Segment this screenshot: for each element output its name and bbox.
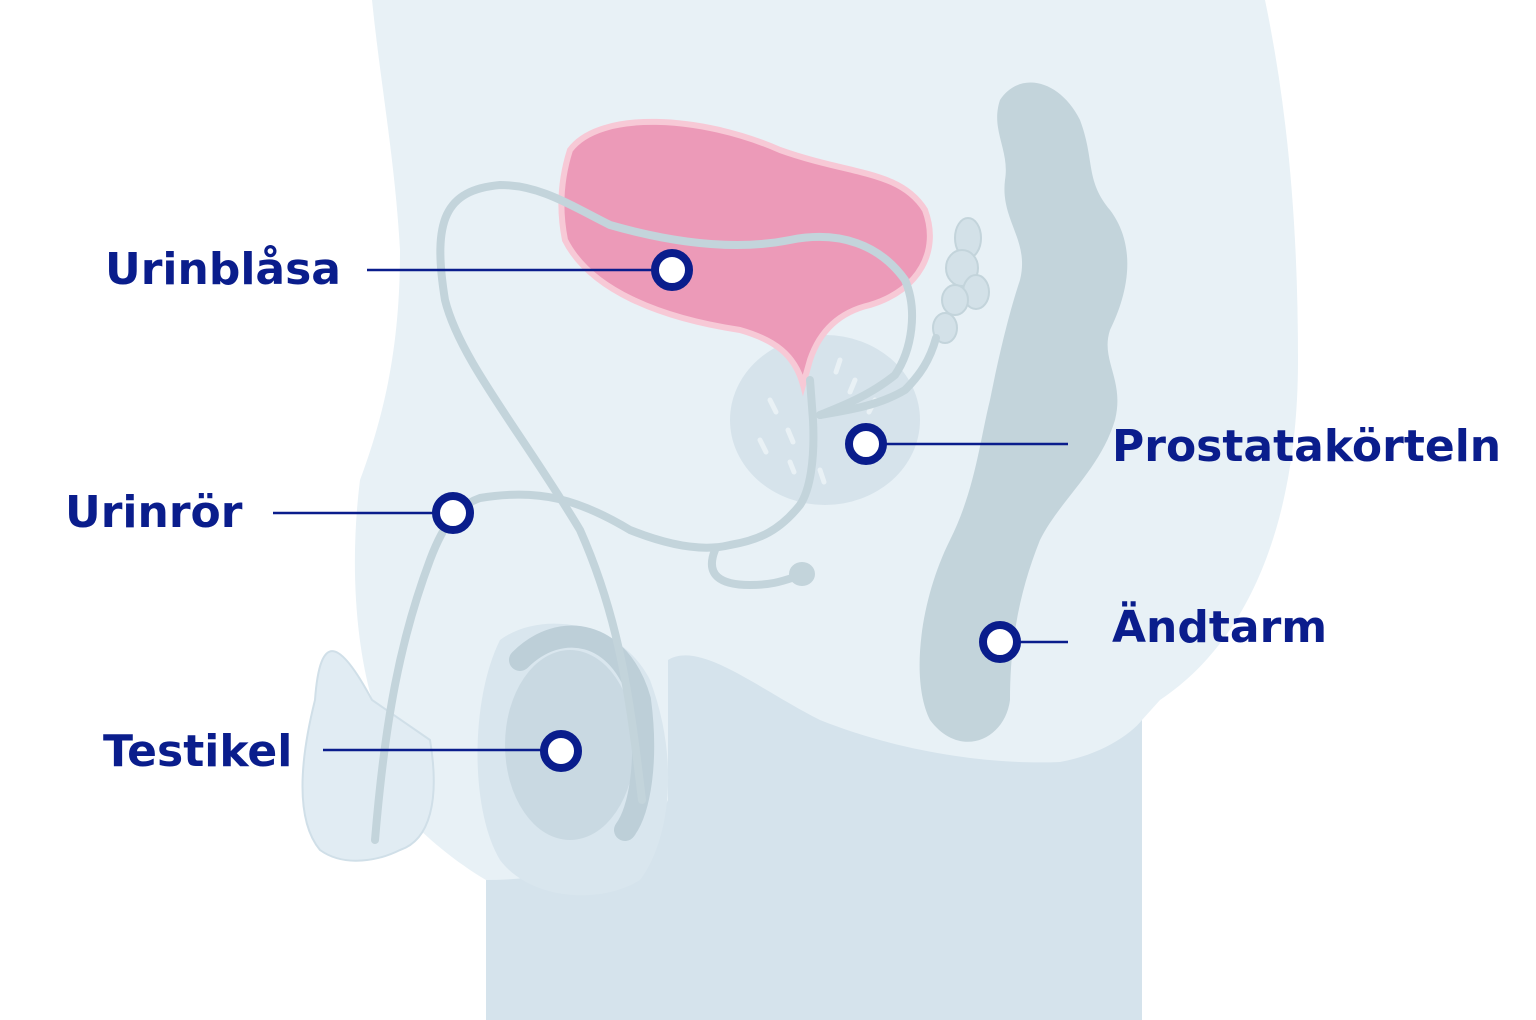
- marker-testicle[interactable]: [540, 730, 582, 772]
- label-testicle: Testikel: [103, 726, 292, 777]
- label-urethra: Urinrör: [65, 487, 243, 538]
- ducts: [371, 180, 940, 844]
- prostate-gland: [730, 335, 920, 505]
- marker-rectum[interactable]: [979, 621, 1021, 663]
- label-rectum: Ändtarm: [1112, 600, 1327, 653]
- marker-bladder[interactable]: [651, 249, 693, 291]
- label-prostate: Prostatakörteln: [1112, 421, 1501, 472]
- label-bladder: Urinblåsa: [105, 244, 341, 295]
- urinary-bladder: [558, 118, 933, 397]
- penis: [301, 650, 435, 862]
- rectum: [919, 82, 1128, 742]
- thigh-region: [486, 655, 1142, 1020]
- seminal-vesicles: [932, 217, 990, 344]
- bulbourethral-gland: [789, 562, 815, 586]
- marker-urethra[interactable]: [432, 492, 474, 534]
- marker-prostate[interactable]: [845, 423, 887, 465]
